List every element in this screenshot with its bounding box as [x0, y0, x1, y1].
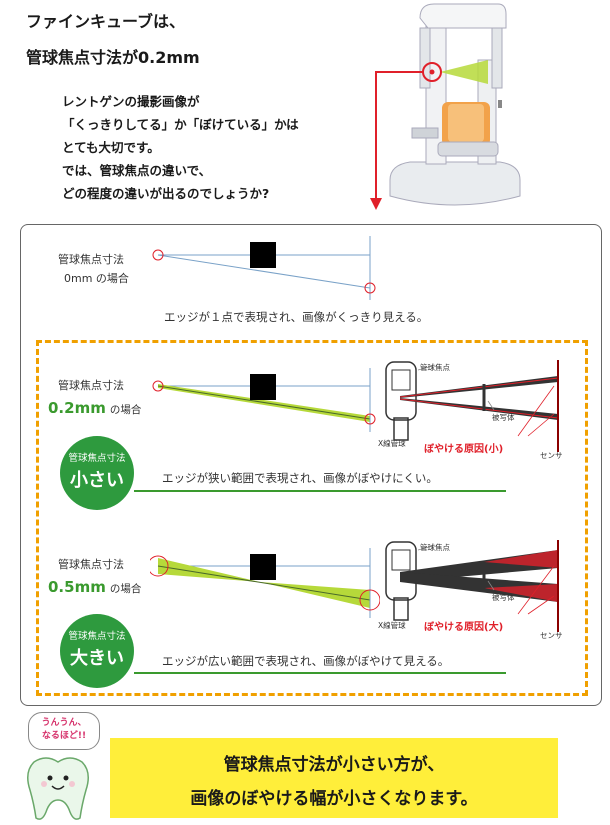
case05-label: 管球焦点寸法	[58, 558, 124, 571]
case02-tube-diagram	[385, 360, 559, 452]
case02-subject-label: 被写体	[492, 413, 515, 422]
conclusion-line-1: 管球焦点寸法が小さい方が、	[223, 755, 445, 775]
case05-xray-tube-label: X線管球	[378, 621, 406, 630]
case0-sub: 0mm の場合	[64, 272, 129, 285]
comparison-highlight-frame	[36, 340, 588, 696]
case02-blur-cause-label: ぼやける原因(小)	[424, 444, 504, 455]
case0-caption: エッジが１点で表現され、画像がくっきり見える。	[164, 310, 429, 324]
case02-xray-tube-label: X線管球	[378, 439, 406, 448]
mascot-speech-bubble: うんうん、 なるほど!!	[28, 712, 100, 750]
intro-line-1: レントゲンの撮影画像が	[62, 94, 200, 109]
case05-sensor-label: センサ	[540, 631, 563, 640]
conclusion-banner: 管球焦点寸法が小さい方が、 画像のぼやける幅が小さくなります。	[110, 738, 558, 818]
small-focus-badge: 管球焦点寸法 小さい	[60, 436, 134, 510]
case0-ray-diagram	[152, 236, 376, 300]
ct-machine-illustration	[370, 3, 521, 210]
title-line-2: 管球焦点寸法が0.2mm	[26, 48, 200, 67]
case05-ray-diagram	[150, 548, 380, 618]
case02-sensor-label: センサ	[540, 451, 563, 460]
case05-blur-cause-label: ぼやける原因(大)	[424, 622, 504, 633]
case02-tube-focus-label: 管球焦点	[420, 363, 450, 372]
intro-line-4: では、管球焦点の違いで、	[62, 163, 212, 178]
case05-caption: エッジが広い範囲で表現され、画像がぼやけて見える。	[162, 654, 450, 668]
case02-ray-diagram	[152, 368, 376, 432]
comparison-panel	[20, 224, 602, 706]
intro-line-2: 「くっきりしてる」か「ぼけている」かは	[62, 117, 299, 132]
large-focus-badge: 管球焦点寸法 大きい	[60, 614, 134, 688]
tooth-mascot	[27, 757, 89, 820]
case05-subject-label: 被写体	[492, 593, 515, 602]
intro-line-5: どの程度の違いが出るのでしょうか?	[62, 186, 270, 201]
case02-label: 管球焦点寸法	[58, 379, 124, 392]
case05-underline	[134, 672, 506, 674]
title-line-1: ファインキューブは、	[26, 12, 186, 31]
case05-tube-focus-label: 管球焦点	[420, 543, 450, 552]
case02-underline	[134, 490, 506, 492]
intro-line-3: とても大切です。	[62, 140, 160, 155]
conclusion-line-2: 画像のぼやける幅が小さくなります。	[190, 789, 478, 809]
case05-tube-diagram	[385, 540, 559, 632]
case02-caption: エッジが狭い範囲で表現され、画像がぼやけにくい。	[162, 471, 438, 485]
case0-label: 管球焦点寸法	[58, 253, 124, 266]
